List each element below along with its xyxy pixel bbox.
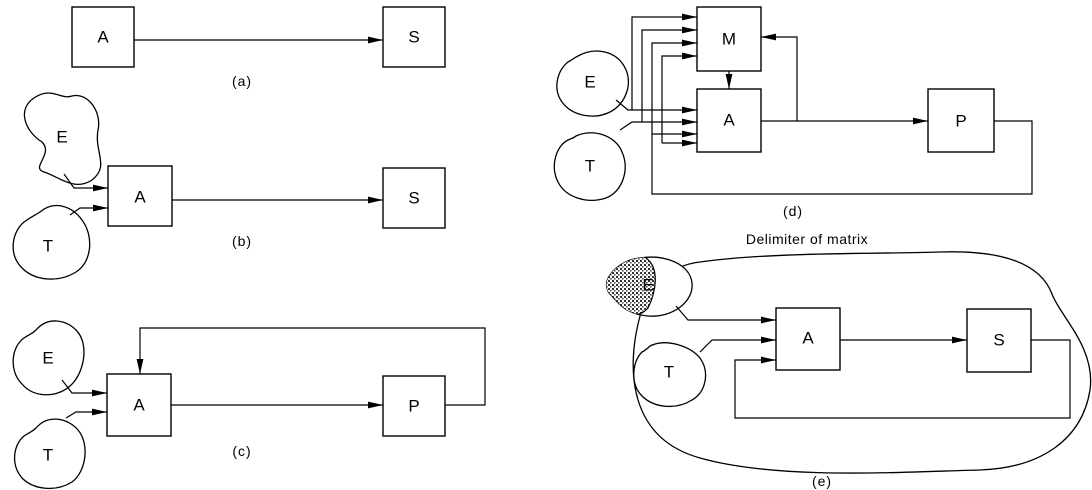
feedback-e-S-to-A — [734, 339, 1071, 419]
node-a-A-label: A — [97, 28, 109, 47]
arrow-d-E-to-A — [615, 99, 697, 114]
feedback-d-P-to-A-outer — [651, 120, 1033, 195]
feedback-d-A-to-M — [761, 33, 798, 121]
panel-c: E T A P (c) — [12, 320, 486, 489]
node-b-S-label: S — [408, 189, 419, 208]
node-e-T — [633, 342, 707, 407]
node-a-S-label: S — [408, 28, 419, 47]
node-c-T-label: T — [43, 446, 53, 465]
caption-e: (e) — [812, 473, 832, 489]
node-e-S — [966, 308, 1032, 373]
node-d-T-label: T — [585, 157, 595, 176]
caption-b: (b) — [232, 233, 252, 249]
node-c-P — [382, 375, 446, 437]
node-e-A — [775, 307, 841, 371]
arrow-d-P-to-M — [651, 39, 697, 134]
panel-d: E T M A P (d) — [553, 6, 1033, 219]
node-d-P — [927, 88, 995, 153]
node-c-A-label: A — [133, 396, 145, 415]
arrow-c-E-to-A — [61, 379, 107, 397]
arrow-d-E-to-M — [631, 13, 697, 110]
node-d-M-label: M — [722, 30, 736, 49]
arrow-d-A-to-M — [661, 52, 697, 143]
node-c-P-label: P — [408, 397, 419, 416]
node-d-P-label: P — [955, 112, 966, 131]
node-a-A — [71, 6, 135, 68]
node-d-E-label: E — [584, 73, 595, 92]
panel-a: A S (a) — [71, 6, 446, 89]
arrow-b-E-to-A — [63, 173, 108, 192]
caption-c: (c) — [232, 443, 251, 459]
node-b-T — [12, 204, 91, 280]
arrow-c-T-to-A — [65, 408, 107, 419]
arrow-b-T-to-A — [69, 204, 108, 216]
node-d-T — [553, 132, 626, 201]
node-c-A — [106, 373, 172, 437]
node-a-S — [382, 6, 446, 68]
panel-b: E T A S (b) — [12, 92, 446, 280]
node-e-T-label: T — [664, 363, 674, 382]
node-b-T-label: T — [43, 237, 53, 256]
arrow-d-T-to-M — [641, 26, 697, 122]
node-b-S — [382, 167, 446, 229]
node-d-A-label: A — [723, 111, 735, 130]
arrow-e-E-to-A — [675, 305, 776, 324]
node-d-E — [556, 50, 629, 117]
node-c-E-label: E — [42, 349, 53, 368]
panel-e: Delimiter of matrix E T A S (e) — [605, 231, 1092, 489]
node-b-E — [23, 92, 102, 186]
caption-d: (d) — [783, 203, 803, 219]
node-b-E-label: E — [56, 128, 67, 147]
node-b-A — [107, 165, 173, 227]
node-e-A-label: A — [802, 329, 814, 348]
node-d-A — [696, 88, 762, 153]
feedback-c-P-to-A — [136, 327, 486, 406]
arrow-e-T-to-A — [699, 336, 776, 353]
arrow-d-T-to-A — [619, 118, 697, 131]
node-c-T — [14, 418, 86, 489]
node-b-A-label: A — [134, 188, 146, 207]
node-c-E — [12, 320, 85, 396]
caption-a: (a) — [232, 73, 252, 89]
node-e-E-label: E — [642, 276, 653, 295]
node-d-M — [696, 6, 762, 72]
node-e-S-label: S — [993, 331, 1004, 350]
matrix-title: Delimiter of matrix — [746, 231, 868, 247]
